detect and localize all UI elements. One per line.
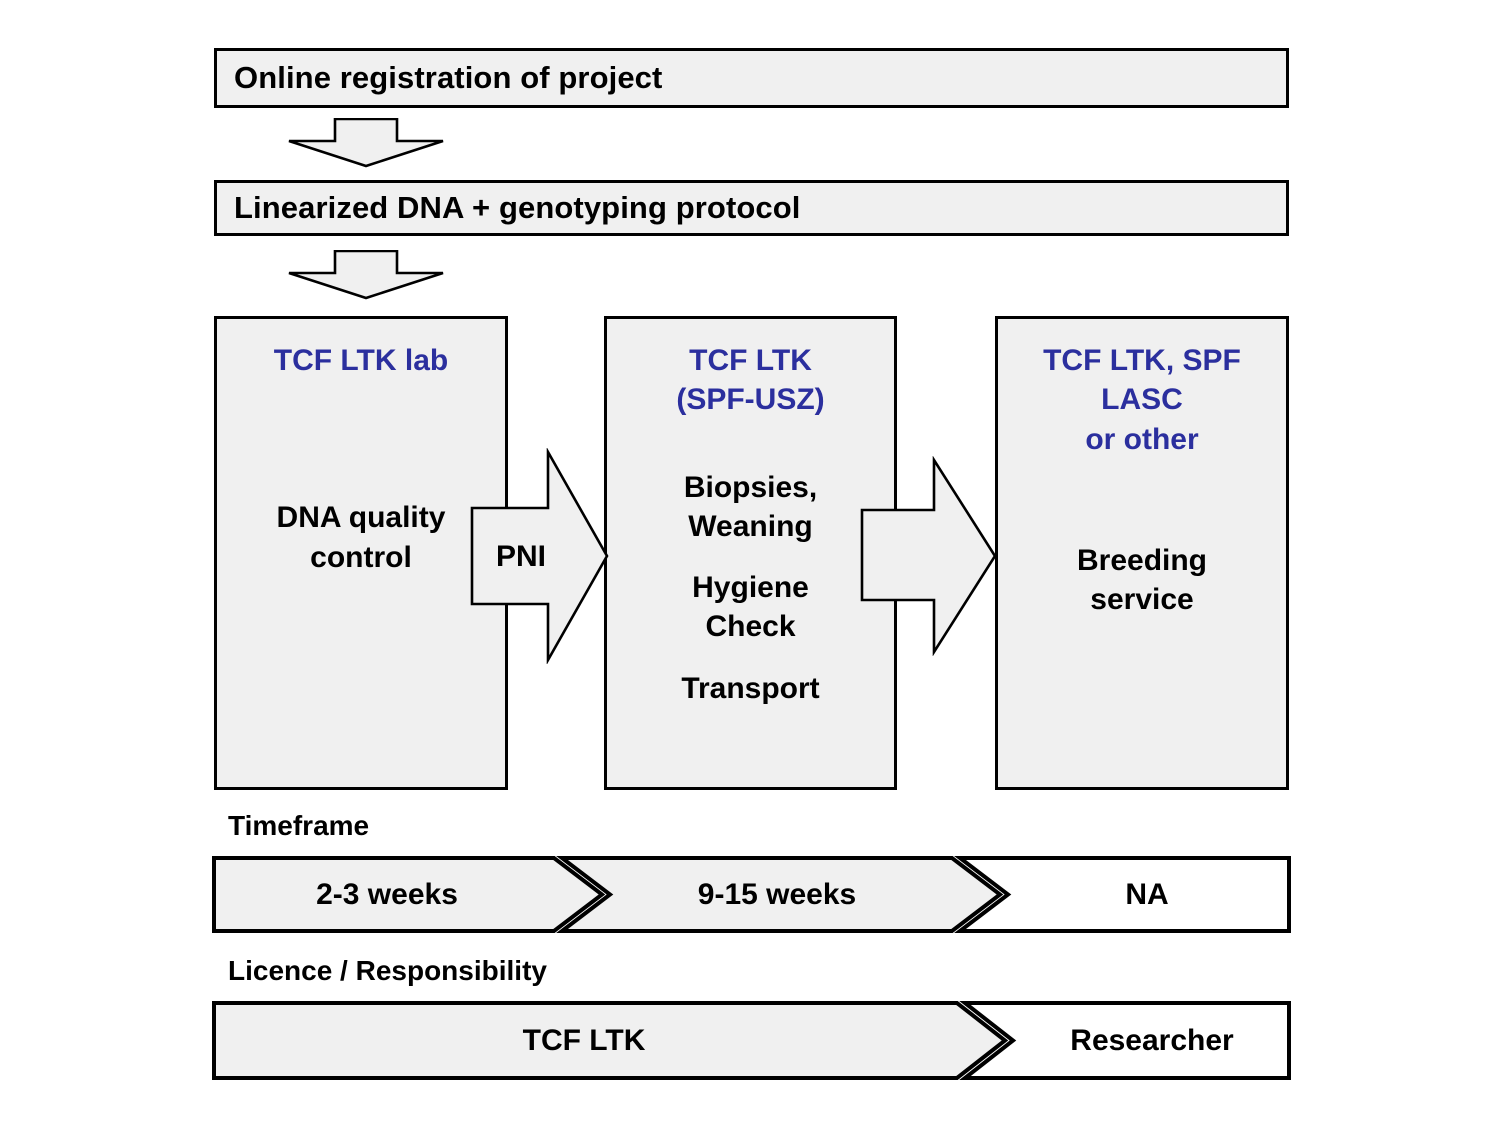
stage-column-3-body: Breeding service: [1076, 543, 1208, 617]
stage-arrow-2: [860, 455, 998, 657]
stage-column-1-body: DNA quality control: [276, 501, 446, 574]
step-box-online-registration-label: Online registration of project: [234, 60, 663, 95]
stage-column-1-header: TCF LTK lab: [273, 344, 449, 377]
stage-arrow-2-glyph: [860, 455, 997, 657]
stage-column-2-body-biopsies: Biopsies, Weaning: [683, 470, 818, 543]
stage-column-2-body-transport: Transport: [681, 671, 820, 705]
timeframe-segment-1: [212, 856, 606, 933]
down-arrow-2: [286, 249, 446, 300]
timeframe-segment-2-label: 9-15 weeks: [697, 878, 857, 911]
timeframe-segment-1-label: 2-3 weeks: [316, 878, 458, 911]
licence-segment-2: [959, 1001, 1291, 1080]
stage-arrow-1: [470, 447, 610, 665]
stage-arrow-1-label: PNI: [496, 540, 547, 573]
licence-caption: Licence / Responsibility: [228, 955, 547, 986]
timeframe-caption: Timeframe: [228, 810, 370, 841]
timeframe-segment-3: [954, 856, 1291, 933]
stage-column-2-header: TCF LTK (SPF-USZ): [676, 344, 825, 417]
timeframe-segment-2: [556, 856, 1004, 933]
timeframe-segment-3-label: NA: [1125, 878, 1169, 911]
stage-column-tcf-ltk-spf-lasc: TCF LTK, SPF LASC or other Breeding serv…: [995, 316, 1289, 790]
licence-band-glyph: [212, 1001, 1291, 1080]
stage-column-2-body-hygiene: Hygiene Check: [692, 571, 809, 644]
licence-band: TCF LTK Researcher: [212, 1000, 1292, 1082]
stage-arrow-1-glyph: [470, 447, 609, 665]
step-box-linearized-dna-label: Linearized DNA + genotyping protocol: [234, 190, 801, 225]
timeframe-band: 2-3 weeks 9-15 weeks NA: [212, 855, 1292, 935]
stage-column-tcf-ltk-lab: TCF LTK lab DNA quality control: [214, 316, 508, 790]
timeframe-band-glyph: [212, 856, 1291, 933]
step-box-linearized-dna: Linearized DNA + genotyping protocol: [214, 180, 1289, 236]
licence-segment-1: [212, 1001, 1009, 1080]
licence-segment-1-label: TCF LTK: [522, 1024, 646, 1057]
step-box-online-registration: Online registration of project: [214, 48, 1289, 108]
licence-segment-2-label: Researcher: [1070, 1024, 1234, 1057]
down-arrow-1: [286, 117, 446, 168]
down-arrow-2-glyph: [288, 249, 444, 300]
stage-column-3-header: TCF LTK, SPF LASC or other: [1043, 344, 1241, 456]
stage-column-tcf-ltk-spf-usz: TCF LTK (SPF-USZ) Biopsies, Weaning Hygi…: [604, 316, 897, 790]
down-arrow-1-glyph: [288, 117, 444, 168]
